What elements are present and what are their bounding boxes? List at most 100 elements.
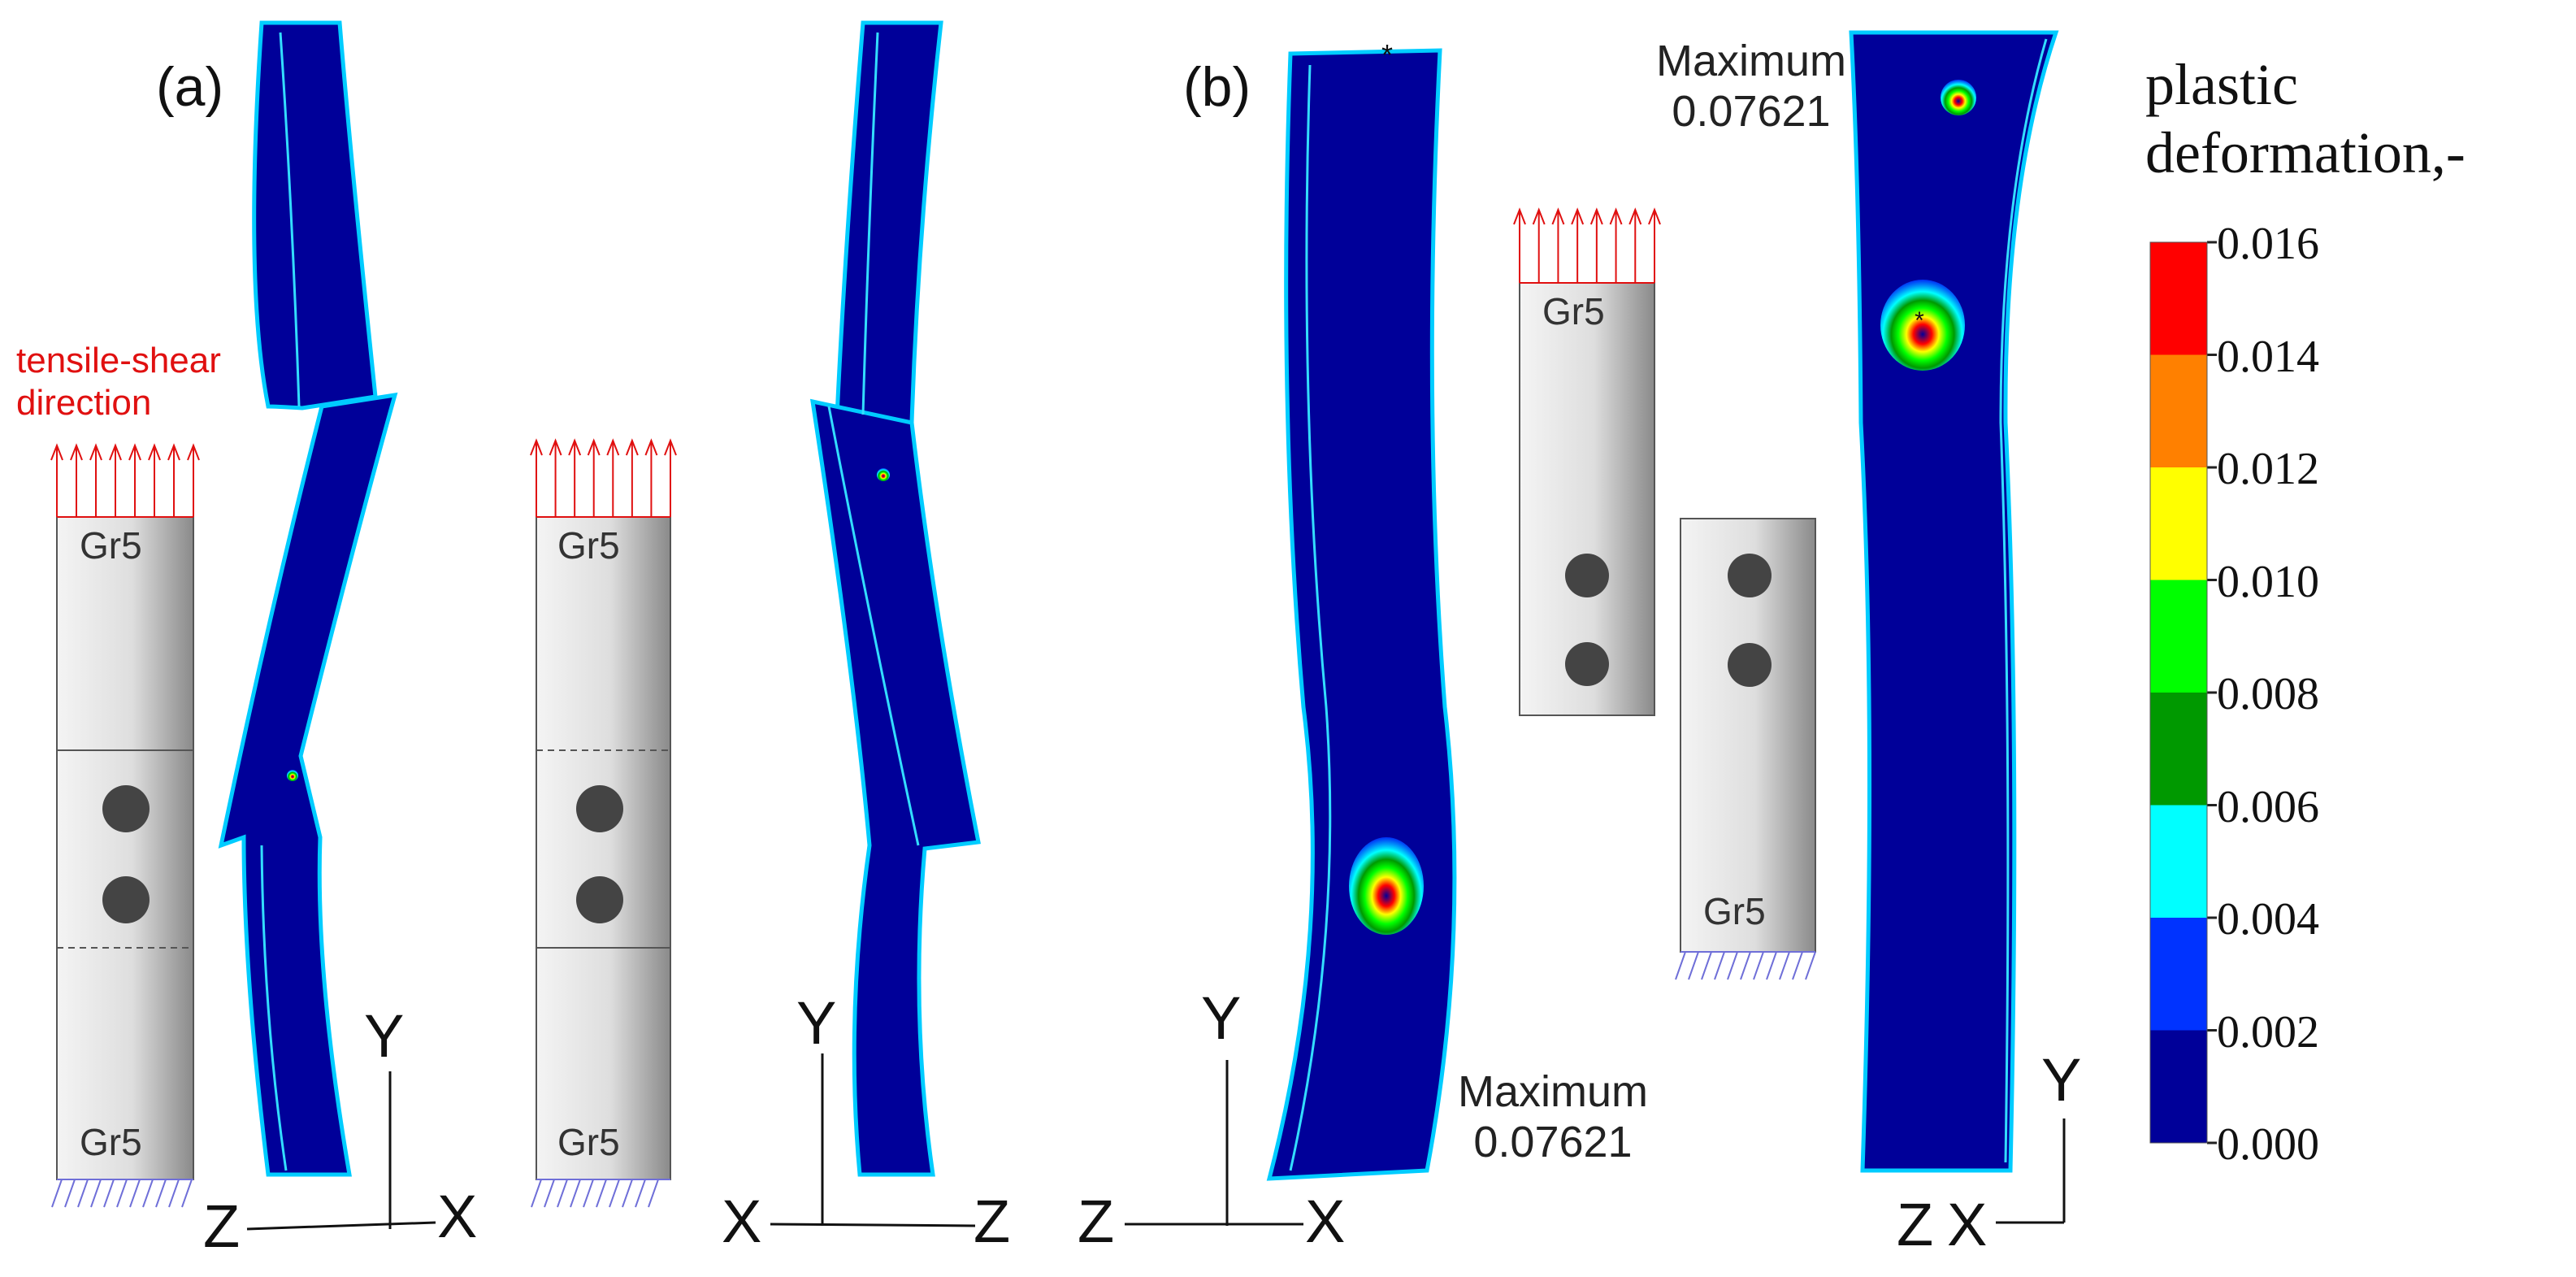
- support-hatch: [181, 1179, 193, 1208]
- legend-title-line-2: deformation,-: [2145, 120, 2465, 185]
- arrow-head: [1589, 207, 1603, 225]
- support-hatch: [1805, 951, 1816, 980]
- support-hatch: [1688, 951, 1699, 980]
- axis-x-b2: X: [1947, 1191, 1988, 1258]
- arrow-head: [549, 438, 562, 456]
- support-hatch: [635, 1179, 646, 1208]
- arrow-head: [70, 443, 83, 461]
- legend-tick: 0.008: [2217, 669, 2319, 719]
- arrow-head: [1513, 207, 1526, 225]
- support-hatch: [570, 1179, 581, 1208]
- legend-tick: 0.006: [2217, 782, 2319, 832]
- tensile-line-2: direction: [16, 383, 152, 423]
- axis-y-b2: Y: [2041, 1046, 2082, 1114]
- specimen-a1: [56, 516, 194, 1180]
- gr5-label-b2: Gr5: [1703, 890, 1766, 932]
- legend-tick: 0.010: [2217, 557, 2319, 607]
- support-hatch: [1753, 951, 1764, 980]
- hotspot-a-right: [877, 468, 890, 481]
- legend-tick: 0.016: [2217, 219, 2319, 269]
- support-hatch: [1779, 951, 1790, 980]
- support-hatch: [142, 1179, 154, 1208]
- mesh-b-right: *: [1849, 30, 2059, 1173]
- arrow-head: [187, 443, 200, 461]
- maximum-value: 0.07621: [1672, 87, 1831, 136]
- arrow-head: [625, 438, 639, 456]
- maximum-label-bottom: Maximum 0.07621: [1435, 1066, 1671, 1167]
- specimen-b2: [1680, 518, 1816, 953]
- support-hatch: [596, 1179, 607, 1208]
- maximum-value: 0.07621: [1473, 1118, 1633, 1166]
- gr5-label-a1-top: Gr5: [80, 524, 142, 567]
- arrow-head: [109, 443, 122, 461]
- support-hatch: [648, 1179, 659, 1208]
- arrow-head: [1648, 207, 1661, 225]
- arrow-head: [530, 438, 543, 456]
- tensile-direction-label: tensile-shear direction: [16, 340, 221, 424]
- tensile-line-1: tensile-shear: [16, 341, 221, 380]
- arrow-head: [148, 443, 161, 461]
- hotspot-b-left: [1349, 837, 1424, 935]
- legend-tick: 0.000: [2217, 1119, 2319, 1170]
- support-hatch: [1766, 951, 1777, 980]
- max-marker-b-right: *: [1915, 307, 1924, 334]
- gr5-label-a2-bottom: Gr5: [557, 1121, 620, 1163]
- maximum-title: Maximum: [1457, 1067, 1648, 1116]
- legend-swatch: [2150, 467, 2207, 580]
- legend-swatch: [2150, 693, 2207, 806]
- arrow-head: [606, 438, 620, 456]
- support-hatch: [155, 1179, 167, 1208]
- support-hatch: [1740, 951, 1751, 980]
- specimen-a2: [536, 516, 671, 1180]
- maximum-title: Maximum: [1655, 37, 1846, 85]
- support-hatch: [609, 1179, 620, 1208]
- legend-title: plastic deformation,-: [2145, 50, 2465, 187]
- arrow-head: [1628, 207, 1642, 225]
- arrow-head: [1551, 207, 1565, 225]
- panel-label-a: (a): [156, 56, 224, 118]
- hotspot-b-right-main: [1880, 280, 1965, 371]
- support-hatch: [116, 1179, 128, 1208]
- support-hatch: [64, 1179, 76, 1208]
- support-hatch: [51, 1179, 63, 1208]
- arrow-head: [644, 438, 658, 456]
- arrow-head: [1571, 207, 1585, 225]
- legend-swatch: [2150, 1030, 2207, 1144]
- arrow-head: [1532, 207, 1546, 225]
- axis-z-b2: Z: [1897, 1191, 1934, 1258]
- tensile-arrows: [50, 207, 1661, 518]
- support-hatch: [77, 1179, 89, 1208]
- arrow-head: [50, 443, 63, 461]
- hotspot-a-left: [287, 770, 298, 781]
- arrow-head: [1609, 207, 1623, 225]
- support-hatch: [103, 1179, 115, 1208]
- legend-swatch: [2150, 354, 2207, 468]
- arrow-head: [568, 438, 582, 456]
- gr5-label-a2-top: Gr5: [557, 524, 620, 567]
- gr5-label-b1: Gr5: [1542, 290, 1605, 332]
- legend-title-line-1: plastic: [2145, 52, 2298, 117]
- support-hatch: [1675, 951, 1686, 980]
- support-hatch: [168, 1179, 180, 1208]
- legend-color-bar: [2149, 241, 2217, 1145]
- hotspot-b-right-top: [1941, 80, 1976, 115]
- support-hatch: [557, 1179, 568, 1208]
- axis-triad-lines: [246, 1053, 2066, 1231]
- support-hatch: [622, 1179, 633, 1208]
- support-hatch: [1727, 951, 1738, 980]
- axis-x-a2: X: [722, 1188, 762, 1255]
- support-hatch: [544, 1179, 555, 1208]
- legend-tick: 0.002: [2217, 1007, 2319, 1058]
- support-hatch: [583, 1179, 594, 1208]
- axis-x-a1: X: [437, 1183, 478, 1250]
- panel-label-b: (b): [1183, 56, 1251, 118]
- arrow-head: [587, 438, 601, 456]
- max-marker-b-left: *: [1381, 38, 1393, 72]
- arrow-head: [89, 443, 102, 461]
- axis-y-a2: Y: [796, 989, 837, 1057]
- arrow-head: [167, 443, 180, 461]
- arrow-head: [128, 443, 141, 461]
- mesh-a-left: [218, 20, 398, 1177]
